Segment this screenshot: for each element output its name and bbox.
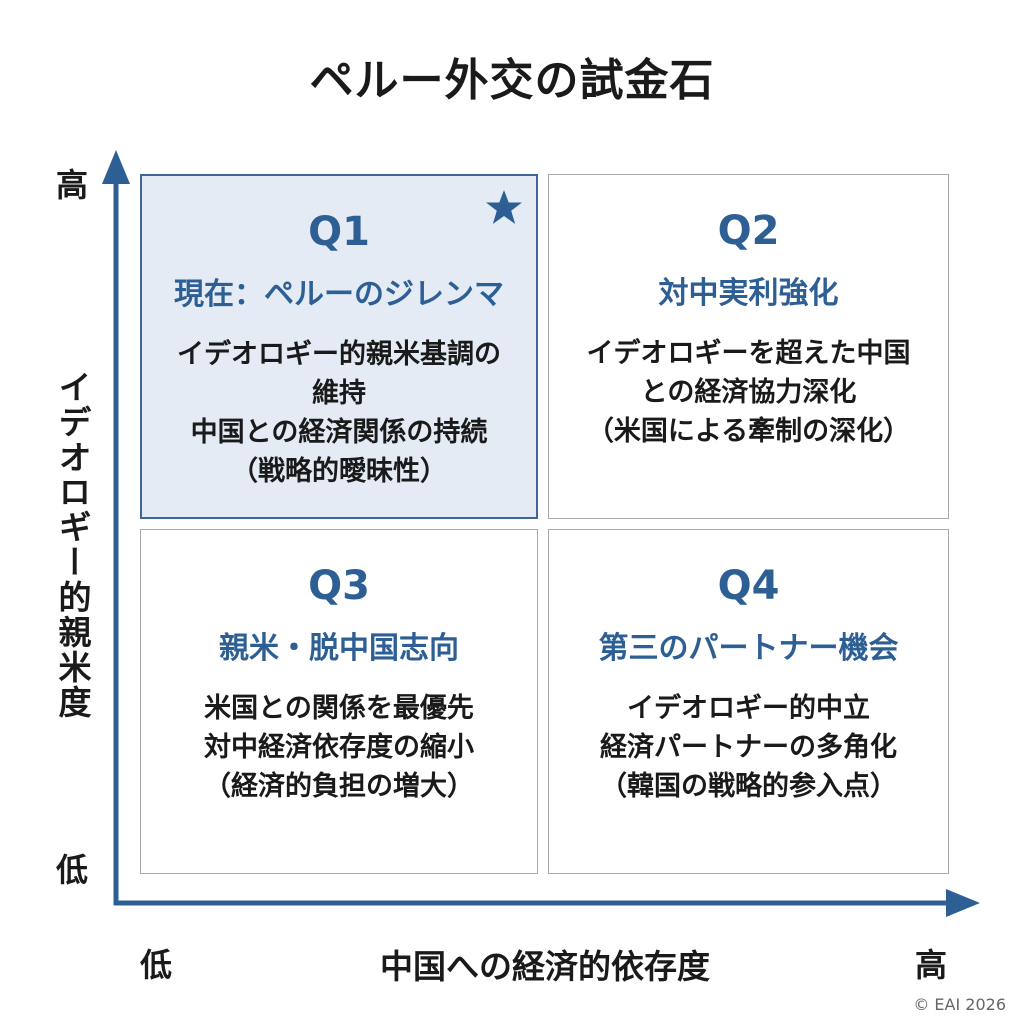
x-axis-arrow (946, 889, 980, 917)
quadrant-heading: 第三のパートナー機会 (598, 631, 899, 666)
y-axis-arrow (102, 150, 130, 184)
quadrant-q4: Q4 第三のパートナー機会 イデオロギー的中立 経済パートナーの多角化 （韓国の… (548, 529, 949, 874)
quadrant-line: 維持 (312, 378, 366, 410)
quadrant-q3: Q3 親米・脱中国志向 米国との関係を最優先 対中経済依存度の縮小 （経済的負担… (140, 529, 538, 874)
quadrant-id: Q1 (308, 209, 370, 255)
copyright: © EAI 2026 (913, 995, 1006, 1014)
quadrant-id: Q2 (717, 208, 780, 254)
quadrant-line: イデオロギー的親米基調の (177, 339, 501, 370)
quadrant-heading: 親米・脱中国志向 (219, 631, 459, 666)
quadrant-heading: 対中実利強化 (658, 276, 839, 311)
quadrant-line: 米国との関係を最優先 (204, 693, 474, 724)
quadrant-line: イデオロギーを超えた中国 (586, 338, 911, 369)
quadrant-body: イデオロギー的中立 経済パートナーの多角化 （韓国の戦略的参入点） (600, 689, 897, 806)
quadrant-line: （米国による牽制の深化） (586, 416, 911, 448)
quadrant-line: との経済協力深化 (640, 377, 857, 409)
diagram-title: ペルー外交の試金石 (309, 55, 715, 106)
quadrant-body: イデオロギー的親米基調の 維持 中国との経済関係の持続 （戦略的曖昧性） (177, 335, 501, 492)
quadrant-line: （戦略的曖昧性） (231, 456, 447, 488)
quadrant-line: 対中経済依存度の縮小 (204, 732, 474, 764)
quadrant-line: 中国との経済関係の持続 (190, 417, 488, 449)
quadrant-id: Q4 (717, 563, 780, 609)
quadrant-body: イデオロギーを超えた中国 との経済協力深化 （米国による牽制の深化） (587, 334, 911, 451)
x-axis-high: 高 (915, 946, 948, 984)
star-icon (486, 190, 522, 224)
quadrant-q2: Q2 対中実利強化 イデオロギーを超えた中国 との経済協力深化 （米国による牽制… (548, 174, 949, 519)
quadrant-id: Q3 (308, 563, 370, 609)
quadrant-line: （経済的負担の増大） (204, 771, 474, 803)
quadrant-body: 米国との関係を最優先 対中経済依存度の縮小 （経済的負担の増大） (204, 689, 474, 806)
y-axis-high: 高 (55, 166, 88, 204)
x-axis-label: 中国への経済的依存度 (380, 947, 710, 986)
x-axis-low: 低 (140, 946, 173, 984)
quadrant-line: イデオロギー的中立 (627, 693, 870, 724)
quadrant-q1: Q1 現在：ペルーのジレンマ イデオロギー的親米基調の 維持 中国との経済関係の… (140, 174, 538, 519)
y-axis-low: 低 (55, 851, 88, 889)
quadrant-line: 経済パートナーの多角化 (600, 732, 897, 764)
quadrant-heading: 現在：ペルーのジレンマ (174, 277, 504, 312)
quadrant-line: （韓国の戦略的参入点） (600, 771, 897, 803)
y-axis-label: イデオロギー的親米度 (53, 370, 92, 720)
